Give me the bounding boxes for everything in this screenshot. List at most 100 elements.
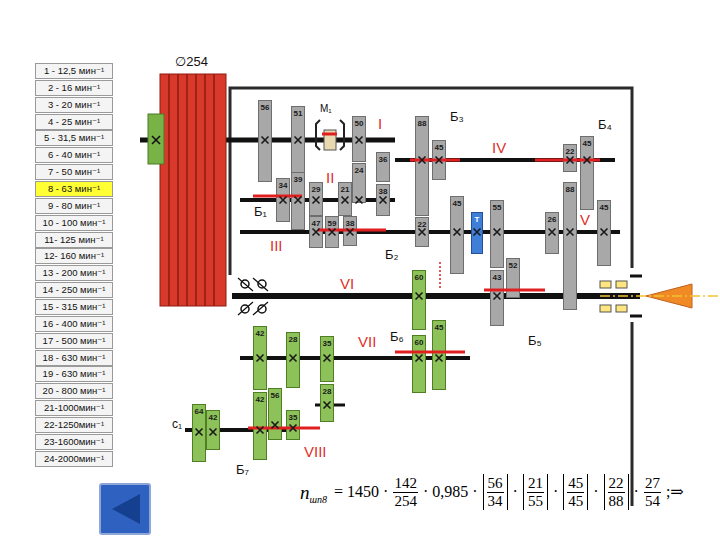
clutch xyxy=(316,120,344,150)
speed-value: 21-1000мин⁻¹ xyxy=(36,401,112,415)
formula-term: 45 xyxy=(567,492,584,510)
formula-term: · 0,985 · xyxy=(423,484,478,500)
gear-teeth: 50 xyxy=(353,119,365,128)
gear-fixing-cross xyxy=(474,229,481,236)
coupling xyxy=(148,114,164,164)
shift-position xyxy=(322,133,337,136)
gear-fixing-cross xyxy=(567,157,574,164)
gear-block: 42 xyxy=(253,326,267,390)
gear-block: 88 xyxy=(415,116,429,216)
gear-block: 47 xyxy=(309,216,323,248)
gear-teeth: 55 xyxy=(491,203,503,212)
formula-term: 34 xyxy=(487,492,504,510)
gear-teeth: 34 xyxy=(277,181,289,190)
gear-block: 45 xyxy=(450,196,464,274)
gear-teeth: 38 xyxy=(377,187,389,196)
speed-value: 5 - 31,5 мин⁻¹ xyxy=(36,131,112,145)
speed-item: 3 - 20 мин⁻¹ xyxy=(35,97,113,113)
speed-value: 10 - 100 мин⁻¹ xyxy=(36,216,112,230)
gear-teeth: 42 xyxy=(207,413,219,422)
gear-fixing-cross xyxy=(290,355,297,362)
gear-teeth: 35 xyxy=(321,339,333,348)
speed-item: 8 - 63 мин⁻¹ xyxy=(35,181,113,197)
gear-fixing-cross xyxy=(342,197,349,204)
shaft-numeral: I xyxy=(378,116,382,131)
formula-term: 22 xyxy=(608,475,625,492)
speed-value: 3 - 20 мин⁻¹ xyxy=(36,98,112,112)
gear-block: 34 xyxy=(276,178,290,222)
gear-teeth: 88 xyxy=(564,185,576,194)
gear-block: 21 xyxy=(338,182,352,216)
gear-block: 43 xyxy=(490,270,504,326)
fraction: 4545 xyxy=(563,474,588,510)
gear-teeth: T xyxy=(472,215,482,224)
gear-teeth: 28 xyxy=(287,335,299,344)
shift-position xyxy=(484,289,545,292)
speed-value: 13 - 200 мин⁻¹ xyxy=(36,266,112,280)
speed-value: 18 - 630 мин⁻¹ xyxy=(36,351,112,365)
formula-term: 142 xyxy=(393,475,418,492)
bearing xyxy=(600,281,611,288)
gear-fixing-cross xyxy=(347,229,354,236)
gear-teeth: 88 xyxy=(416,119,428,128)
fraction: 142254 xyxy=(393,475,418,509)
gear-fixing-cross xyxy=(324,402,331,409)
speed-item: 15 - 315 мин⁻¹ xyxy=(35,299,113,315)
gear-block: 35 xyxy=(320,336,334,382)
bearing xyxy=(600,305,611,312)
speed-item: 7 - 50 мин⁻¹ xyxy=(35,164,113,180)
group-label: Б₅ xyxy=(528,334,542,347)
shaft-numeral: VII xyxy=(358,334,376,349)
gear-fixing-cross xyxy=(567,229,574,236)
gear-teeth: 24 xyxy=(353,166,365,175)
group-label: Б₆ xyxy=(390,330,404,343)
gear-block: 60 xyxy=(412,270,426,330)
shift-trace xyxy=(439,262,441,288)
axis-line xyxy=(600,295,718,297)
shift-position xyxy=(318,229,386,232)
formula-term: n xyxy=(300,483,310,502)
gear-teeth: 42 xyxy=(254,395,266,404)
gear-fixing-cross xyxy=(313,197,320,204)
formula-term: · xyxy=(513,484,518,500)
formula-term: 45 xyxy=(567,475,584,492)
shaft-numeral: VIII xyxy=(304,444,327,459)
gear-block: 60 xyxy=(412,335,426,393)
gear-fixing-cross xyxy=(257,355,264,362)
speed-item: 4 - 25 мин⁻¹ xyxy=(35,114,113,130)
shift-position xyxy=(410,159,460,162)
speed-value: 23-1600мин⁻¹ xyxy=(36,435,112,449)
dimension: ∅254 xyxy=(175,55,208,68)
shift-position xyxy=(395,351,465,354)
shaft-numeral: IV xyxy=(492,140,506,155)
speed-item: 23-1600мин⁻¹ xyxy=(35,434,113,450)
pulley-grooves xyxy=(169,74,214,306)
back-button xyxy=(100,484,150,534)
formula-term: · xyxy=(593,484,598,500)
gear-fixing-cross xyxy=(436,355,443,362)
back-arrow xyxy=(112,494,140,524)
gear-teeth: 56 xyxy=(259,103,271,112)
gear-fixing-cross xyxy=(454,229,461,236)
gear-teeth: 60 xyxy=(413,338,425,347)
gear-block: 56 xyxy=(268,388,282,440)
gear-fixing-cross xyxy=(313,229,320,236)
gear-block: 55 xyxy=(490,200,504,268)
speed-value: 14 - 250 мин⁻¹ xyxy=(36,283,112,297)
gear-fixing-cross xyxy=(356,197,363,204)
speed-item: 24-2000мин⁻¹ xyxy=(35,451,113,467)
gear-teeth: 35 xyxy=(287,413,299,422)
gear-block: 22 xyxy=(563,144,577,172)
bearing xyxy=(616,281,627,288)
speed-item: 5 - 31,5 мин⁻¹ xyxy=(35,130,113,146)
speed-value: 4 - 25 мин⁻¹ xyxy=(36,115,112,129)
formula: nшп8= 1450 ·142254· 0,985 ·5634·2155·454… xyxy=(300,474,687,510)
gear-fixing-cross xyxy=(494,229,501,236)
gear-block: 26 xyxy=(545,212,559,254)
gear-teeth: 42 xyxy=(254,329,266,338)
gear-fixing-cross xyxy=(419,157,426,164)
gear-label: c₁ xyxy=(172,418,182,430)
gear-teeth: 21 xyxy=(339,185,351,194)
gear-block: 38 xyxy=(376,184,390,216)
